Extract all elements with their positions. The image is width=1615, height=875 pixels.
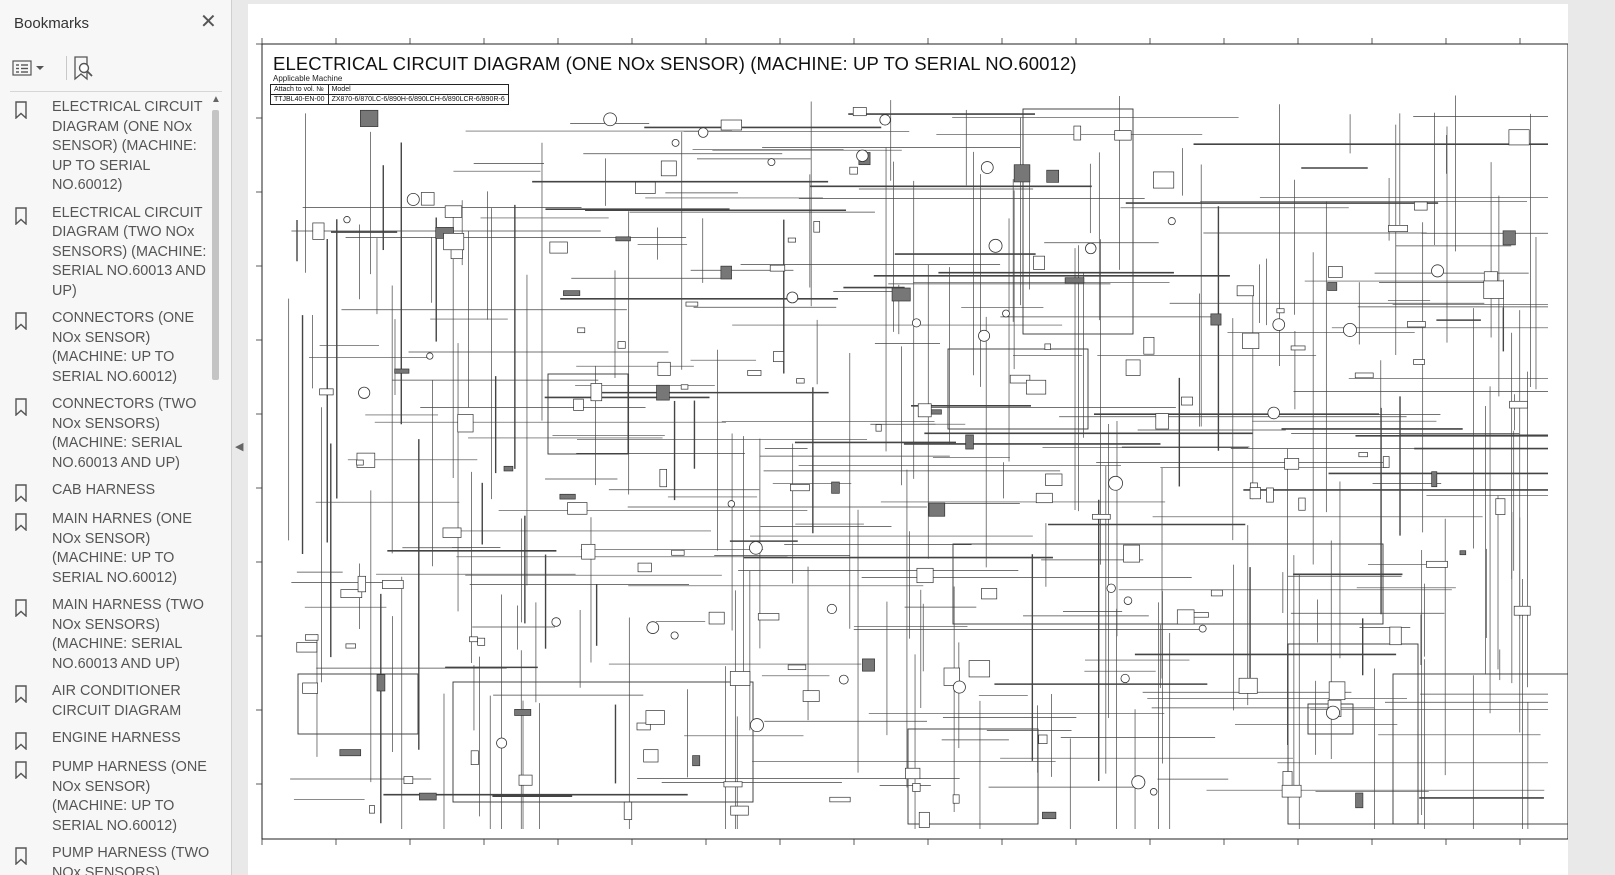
bookmark-item[interactable]: MAIN HARNESS (TWO NOx SENSORS) (MACHINE:… bbox=[14, 596, 210, 674]
bookmark-item[interactable]: AIR CONDITIONER CIRCUIT DIAGRAM bbox=[14, 682, 210, 721]
bookmark-icon bbox=[15, 761, 27, 779]
bookmark-label: PUMP HARNESS (TWO NOx SENSORS) bbox=[52, 845, 210, 875]
bookmark-label: ELECTRICAL CIRCUIT DIAGRAM (TWO NOx SENS… bbox=[52, 204, 207, 299]
diagram-title: ELECTRICAL CIRCUIT DIAGRAM (ONE NOx SENS… bbox=[273, 53, 1077, 74]
bookmark-label: MAIN HARNESS (TWO NOx SENSORS) (MACHINE:… bbox=[52, 597, 204, 672]
bookmark-label: CAB HARNESS bbox=[52, 482, 156, 498]
scrollbar-thumb[interactable] bbox=[212, 110, 219, 380]
bookmark-label: ENGINE HARNESS bbox=[52, 730, 181, 746]
toolbar-divider bbox=[66, 56, 67, 80]
find-bookmark-icon bbox=[74, 56, 93, 81]
bookmark-label: CONNECTORS (ONE NOx SENSOR) (MACHINE: UP… bbox=[52, 310, 195, 385]
bookmark-item[interactable]: ELECTRICAL CIRCUIT DIAGRAM (TWO NOx SENS… bbox=[14, 204, 210, 302]
bookmark-item[interactable]: PUMP HARNESS (ONE NOx SENSOR) (MACHINE: … bbox=[14, 758, 210, 836]
panel-title: Bookmarks bbox=[14, 15, 90, 32]
pdf-page: ELECTRICAL CIRCUIT DIAGRAM (ONE NOx SENS… bbox=[248, 4, 1568, 875]
bookmark-label: ELECTRICAL CIRCUIT DIAGRAM (ONE NOx SENS… bbox=[52, 99, 203, 193]
close-icon[interactable]: ✕ bbox=[200, 11, 217, 33]
bookmark-label: CONNECTORS (TWO NOx SENSORS) (MACHINE: S… bbox=[52, 396, 197, 471]
circuit-diagram bbox=[256, 38, 1568, 845]
bookmarks-panel: Bookmarks ✕ ELE bbox=[0, 0, 232, 875]
bookmark-item[interactable]: CONNECTORS (ONE NOx SENSOR) (MACHINE: UP… bbox=[14, 309, 210, 387]
bookmark-icon bbox=[15, 398, 27, 416]
options-menu-button[interactable] bbox=[12, 54, 50, 82]
collapse-panel-icon[interactable]: ◀ bbox=[235, 441, 244, 453]
viewer-edge bbox=[1568, 0, 1615, 875]
bookmark-icon bbox=[15, 206, 27, 225]
table-header-model: Model bbox=[327, 84, 509, 95]
bookmark-icon bbox=[15, 847, 27, 865]
bookmark-icon bbox=[15, 732, 27, 750]
bookmark-icon bbox=[15, 513, 27, 531]
bookmark-item[interactable]: ELECTRICAL CIRCUIT DIAGRAM (ONE NOx SENS… bbox=[14, 98, 210, 196]
bookmark-icon bbox=[15, 101, 27, 119]
bookmark-icon bbox=[15, 484, 27, 502]
bookmark-list: ELECTRICAL CIRCUIT DIAGRAM (ONE NOx SENS… bbox=[14, 98, 210, 875]
table-cell-model: ZX870-6/870LC-6/890H-6/890LCH-6/890LCR-6… bbox=[327, 94, 509, 105]
bookmarks-scrollbar[interactable]: ▲ bbox=[209, 94, 223, 875]
panel-divider bbox=[10, 91, 222, 92]
bookmark-label: PUMP HARNESS (ONE NOx SENSOR) (MACHINE: … bbox=[52, 759, 207, 834]
table-cell-vol: TTJBL40-EN-00 bbox=[270, 94, 329, 105]
table-header-vol: Attach to vol. № bbox=[270, 84, 329, 95]
applicable-machine-label: Applicable Machine bbox=[273, 74, 343, 83]
bookmarks-toolbar bbox=[10, 54, 220, 84]
list-options-icon bbox=[12, 60, 44, 76]
bookmark-item[interactable]: ENGINE HARNESS bbox=[14, 729, 210, 750]
bookmark-item[interactable]: CAB HARNESS bbox=[14, 481, 210, 502]
bookmark-icon bbox=[15, 599, 27, 617]
bookmark-item[interactable]: CONNECTORS (TWO NOx SENSORS) (MACHINE: S… bbox=[14, 395, 210, 473]
bookmark-icon bbox=[15, 312, 27, 330]
bookmark-icon bbox=[15, 685, 27, 703]
scroll-up-icon[interactable]: ▲ bbox=[211, 94, 221, 105]
bookmark-label: MAIN HARNES (ONE NOx SENSOR) (MACHINE: U… bbox=[52, 511, 192, 586]
bookmark-item[interactable]: PUMP HARNESS (TWO NOx SENSORS) bbox=[14, 844, 210, 875]
applicability-table: Attach to vol. № Model TTJBL40-EN-00 ZX8… bbox=[270, 84, 509, 105]
find-bookmark-button[interactable] bbox=[72, 54, 100, 82]
bookmark-label: AIR CONDITIONER CIRCUIT DIAGRAM bbox=[52, 683, 182, 719]
bookmark-item[interactable]: MAIN HARNES (ONE NOx SENSOR) (MACHINE: U… bbox=[14, 510, 210, 588]
